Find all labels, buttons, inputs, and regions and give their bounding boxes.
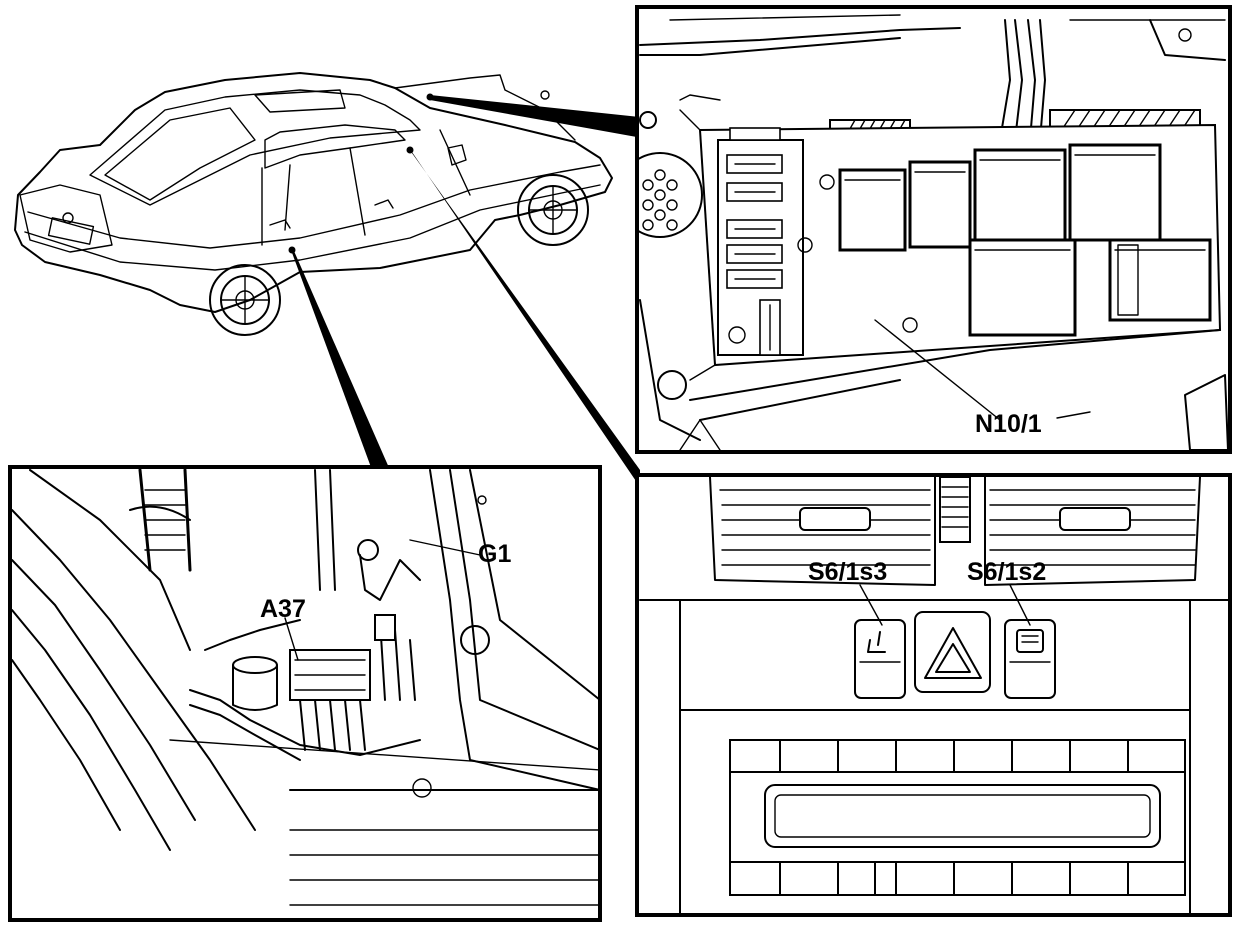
leader-to-pillar	[291, 250, 390, 470]
panel-door-pillar: G1 A37	[8, 465, 602, 922]
label-a37: A37	[260, 595, 306, 623]
radio-unit	[729, 739, 1186, 896]
leader-to-module	[430, 95, 640, 137]
label-g1: G1	[478, 540, 511, 568]
right-air-vent	[984, 477, 1201, 586]
panel-relay-module: N10/1	[635, 5, 1232, 454]
label-s6-1s3: S6/1s3	[808, 558, 887, 586]
rear-wheel	[209, 264, 281, 336]
label-n10-1: N10/1	[975, 410, 1042, 438]
hazard-warning-button[interactable]	[914, 611, 991, 693]
round-connector	[639, 152, 703, 238]
rear-window-switch-s6-1s2[interactable]	[1004, 619, 1056, 699]
panel-console-switches: S6/1s3 S6/1s2	[635, 473, 1232, 917]
front-wheel	[517, 174, 589, 246]
label-s6-1s2: S6/1s2	[967, 558, 1046, 586]
left-air-vent	[709, 477, 936, 586]
leader-wedges	[291, 95, 640, 487]
center-vent-wheel	[939, 477, 971, 543]
fuse-row	[726, 127, 783, 356]
relay-block	[838, 143, 1212, 337]
seat-heater-switch-s6-1s3[interactable]	[854, 619, 906, 699]
car-overview	[14, 72, 613, 336]
